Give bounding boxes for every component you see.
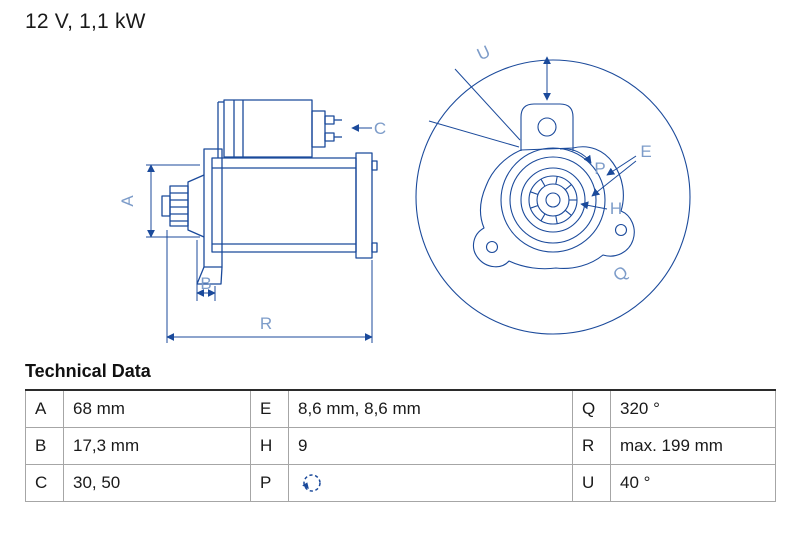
table-row: C 30, 50 P U 40 ° (25, 463, 776, 502)
param-value: 68 mm (63, 389, 251, 428)
param-key: A (25, 389, 64, 428)
param-key: U (572, 463, 611, 502)
dim-label-q: Q (610, 262, 632, 285)
table-row: A 68 mm E 8,6 mm, 8,6 mm Q 320 ° (25, 389, 776, 428)
dim-label-a: A (118, 195, 137, 207)
dim-label-e: E (640, 142, 651, 161)
param-key: Q (572, 389, 611, 428)
dim-label-c: C (374, 119, 386, 138)
front-view: U E P H Q (415, 42, 691, 335)
page-title: 12 V, 1,1 kW (25, 10, 146, 33)
side-view: A B C R (118, 99, 386, 343)
param-value: 8,6 mm, 8,6 mm (288, 389, 573, 428)
param-value: 9 (288, 426, 573, 465)
dim-label-p: P (594, 159, 605, 178)
technical-data-section: Technical Data A 68 mm E 8,6 mm, 8,6 mm … (25, 361, 776, 502)
param-key: C (25, 463, 64, 502)
param-value (288, 463, 573, 502)
param-key: B (25, 426, 64, 465)
starter-motor-technical-drawing: A B C R (118, 42, 691, 343)
param-key: R (572, 426, 611, 465)
param-value: 320 ° (610, 389, 776, 428)
table-row: B 17,3 mm H 9 R max. 199 mm (25, 426, 776, 465)
front-view-dimensions (428, 56, 637, 210)
dim-label-h: H (610, 199, 622, 218)
dim-label-b: B (200, 274, 211, 293)
param-key: P (250, 463, 289, 502)
rotation-counterclockwise-icon (302, 473, 321, 492)
param-value: 40 ° (610, 463, 776, 502)
param-value: 17,3 mm (63, 426, 251, 465)
dim-label-r: R (260, 314, 272, 333)
dim-label-u: U (474, 42, 493, 64)
technical-data-heading: Technical Data (25, 361, 151, 381)
param-key: E (250, 389, 289, 428)
param-value: max. 199 mm (610, 426, 776, 465)
param-key: H (250, 426, 289, 465)
param-value: 30, 50 (63, 463, 251, 502)
side-view-dimensions (146, 124, 373, 343)
technical-data-table: A 68 mm E 8,6 mm, 8,6 mm Q 320 ° B 17,3 … (25, 389, 776, 502)
